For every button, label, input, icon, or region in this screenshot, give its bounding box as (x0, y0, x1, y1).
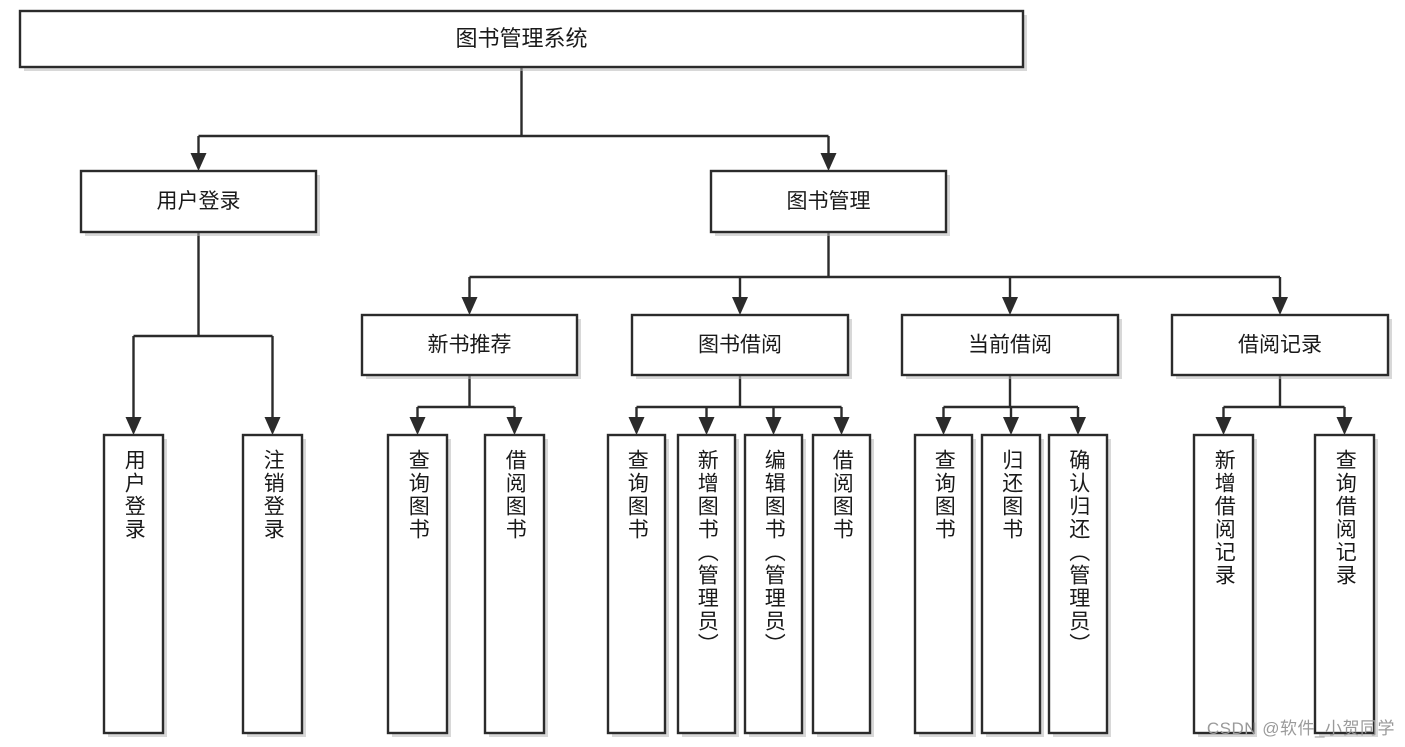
arrow-head-icon (506, 417, 523, 435)
arrow-head-icon (190, 153, 207, 171)
arrow-head-icon (765, 417, 782, 435)
node-box-user-login[interactable] (79, 169, 318, 234)
node-box-book-manage[interactable] (709, 169, 948, 234)
arrow-head-icon (732, 297, 748, 315)
node-box-leaf-query-book-borrow[interactable] (606, 433, 667, 735)
arrow-head-icon (935, 417, 952, 435)
node-box-leaf-query-book-rec[interactable] (386, 433, 449, 735)
arrow-head-icon (833, 417, 850, 435)
node-box-borrow-record[interactable] (1170, 313, 1390, 377)
node-label-current-borrow: 当前借阅 (968, 334, 1052, 357)
node-box-leaf-logout[interactable] (241, 433, 304, 735)
node-box-leaf-add-borrow-record[interactable] (1192, 433, 1255, 735)
node-box-leaf-confirm-return-admin[interactable] (1047, 433, 1109, 735)
node-box-leaf-edit-book-admin[interactable] (743, 433, 804, 735)
node-box-new-book-recommend[interactable] (360, 313, 579, 377)
watermark-text: CSDN @软件_小贺同学 (1206, 719, 1395, 738)
node-boxes-layer (18, 9, 1392, 737)
node-box-current-borrow[interactable] (900, 313, 1120, 377)
arrow-head-icon (1215, 417, 1232, 435)
node-label-user-login: 用户登录 (157, 190, 241, 213)
node-box-leaf-query-book-cur[interactable] (913, 433, 974, 735)
arrow-head-icon (820, 153, 837, 171)
arrow-head-icon (409, 417, 426, 435)
node-box-leaf-query-borrow-record[interactable] (1313, 433, 1376, 735)
arrow-head-icon (125, 417, 142, 435)
node-box-leaf-add-book-admin[interactable] (676, 433, 737, 735)
node-label-root: 图书管理系统 (455, 26, 587, 51)
node-label-new-book-recommend: 新书推荐 (428, 334, 512, 357)
node-box-leaf-borrow-book-rec[interactable] (483, 433, 546, 735)
node-label-book-borrow: 图书借阅 (698, 334, 782, 357)
connectors-layer (125, 67, 1353, 435)
arrow-head-icon (461, 297, 478, 315)
arrow-head-icon (628, 417, 645, 435)
arrow-head-icon (1070, 417, 1086, 435)
arrow-head-icon (1003, 417, 1019, 435)
arrow-head-icon (1002, 297, 1018, 315)
node-box-leaf-return-book[interactable] (980, 433, 1042, 735)
node-box-book-borrow[interactable] (630, 313, 850, 377)
node-label-book-manage: 图书管理 (787, 190, 871, 213)
arrow-head-icon (1272, 297, 1288, 315)
arrow-head-icon (1336, 417, 1353, 435)
node-box-root[interactable] (18, 9, 1025, 69)
arrow-head-icon (698, 417, 715, 435)
node-box-leaf-borrow-book[interactable] (811, 433, 872, 735)
arrow-head-icon (264, 417, 281, 435)
node-label-borrow-record: 借阅记录 (1238, 334, 1322, 357)
node-box-leaf-user-login[interactable] (102, 433, 165, 735)
